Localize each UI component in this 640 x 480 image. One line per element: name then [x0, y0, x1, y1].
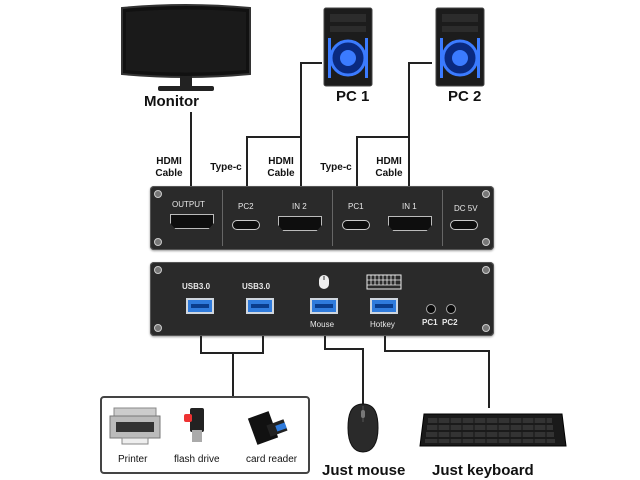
keyboard-icon	[366, 274, 402, 290]
port-label-pc2: PC2	[238, 202, 254, 211]
typec-pc1-port	[342, 220, 370, 230]
port-label-dc5v: DC 5V	[454, 204, 478, 213]
just-keyboard-label: Just keyboard	[432, 462, 534, 479]
hdmi-cable-label: HDMI Cable	[267, 156, 295, 179]
mouse-icon	[346, 402, 380, 454]
wire-pc2-drop	[408, 62, 410, 138]
wire-usb2	[262, 336, 264, 354]
screw	[154, 238, 162, 246]
port-label-output: OUTPUT	[172, 200, 205, 209]
port-label-pc1: PC1	[348, 202, 364, 211]
kvm-back-panel: USB3.0 USB3.0 Mouse Hotkey PC1 PC2	[150, 262, 494, 336]
hdmi-cable-label: HDMI Cable	[375, 156, 403, 179]
screw	[482, 266, 490, 274]
keyboard-icon	[418, 410, 568, 450]
wire-usb1	[200, 336, 202, 354]
wire-pc2-bridge	[356, 136, 410, 138]
hdmi-cable-label: HDMI Cable	[155, 156, 183, 179]
pc-tower-icon	[432, 6, 488, 88]
flash-drive-label: flash drive	[174, 454, 220, 465]
panel-divider	[222, 190, 223, 246]
pc-tower-icon	[320, 6, 376, 88]
screw	[154, 190, 162, 198]
port-label-in2: IN 2	[292, 202, 307, 211]
pc2-indicator	[446, 304, 456, 314]
port-label-in1: IN 1	[402, 202, 417, 211]
wire-monitor	[190, 112, 192, 194]
printer-icon	[108, 404, 162, 446]
pc2-indicator-label: PC2	[442, 318, 458, 327]
typec-pc2-port	[232, 220, 260, 230]
monitor-label: Monitor	[144, 93, 199, 110]
wire-pc1-h	[300, 62, 322, 64]
wire-usb-drop	[232, 352, 234, 398]
screw	[482, 238, 490, 246]
monitor-icon	[118, 2, 254, 94]
wire-pc2-typec	[356, 136, 358, 194]
mouse-icon	[318, 274, 330, 290]
typec-label: Type-c	[210, 162, 242, 173]
wire-mouse	[324, 336, 326, 350]
wire-pc1-typec	[246, 136, 248, 194]
wire-pc1-bridge	[246, 136, 302, 138]
card-reader-icon	[246, 406, 290, 446]
usb-port-hotkey	[370, 298, 398, 314]
screw	[482, 324, 490, 332]
hdmi-in1-port	[388, 216, 432, 231]
flash-drive-icon	[182, 406, 212, 446]
screw	[154, 266, 162, 274]
wire-pc1-drop	[300, 62, 302, 138]
usb1-label: USB3.0	[182, 282, 211, 291]
typec-label: Type-c	[320, 162, 352, 173]
hotkey-port-label: Hotkey	[370, 320, 395, 329]
wire-pc1-hdmi	[300, 136, 302, 194]
dc5v-port	[450, 220, 478, 230]
wire-pc2-hdmi	[408, 136, 410, 194]
card-reader-label: card reader	[246, 454, 298, 465]
screw	[482, 190, 490, 198]
wire-hotkey-h	[384, 350, 490, 352]
usb-port-2	[246, 298, 274, 314]
screw	[154, 324, 162, 332]
pc1-label: PC 1	[336, 88, 370, 105]
pc1-indicator-label: PC1	[422, 318, 438, 327]
mouse-port-label: Mouse	[310, 320, 335, 329]
wire-hotkey	[384, 336, 386, 352]
usb2-label: USB3.0	[242, 282, 271, 291]
usb-port-1	[186, 298, 214, 314]
pc1-indicator	[426, 304, 436, 314]
printer-label: Printer	[118, 454, 148, 465]
usb-port-mouse	[310, 298, 338, 314]
wire-mouse-h	[324, 348, 364, 350]
usb-devices-box: Printer flash drive card reader	[100, 396, 310, 474]
pc2-label: PC 2	[448, 88, 482, 105]
kvm-front-panel: OUTPUT PC2 IN 2 PC1 IN 1 DC 5V	[150, 186, 494, 250]
wire-mouse-drop	[362, 348, 364, 406]
panel-divider	[332, 190, 333, 246]
wire-pc2-h	[408, 62, 432, 64]
panel-divider	[442, 190, 443, 246]
wire-hotkey-drop	[488, 350, 490, 408]
hdmi-output-port	[170, 214, 214, 229]
hdmi-in2-port	[278, 216, 322, 231]
just-mouse-label: Just mouse	[322, 462, 406, 479]
